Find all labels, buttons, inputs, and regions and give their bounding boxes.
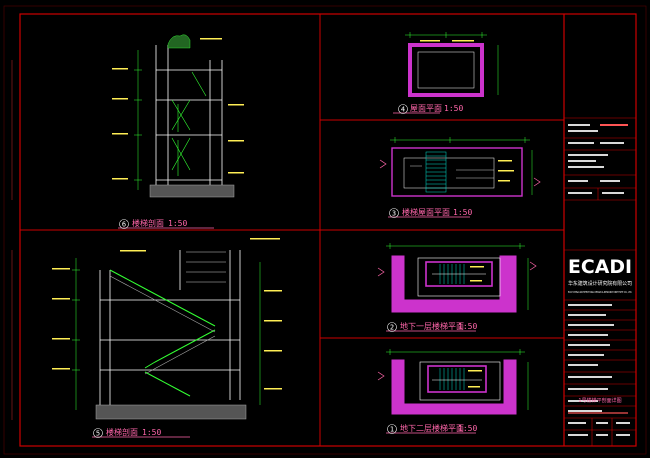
view-5-number: 5	[96, 430, 100, 438]
view-1-scale: 1:50	[458, 424, 477, 433]
view-4-scale: 1:50	[444, 104, 463, 113]
company-name-cn: 华东建筑设计研究院有限公司	[568, 280, 632, 287]
view-6-scale: 1:50	[168, 219, 187, 228]
sheet-frame	[3, 5, 647, 455]
view-1-title: 地下二层楼梯平面	[400, 423, 464, 433]
view-6-number: 6	[122, 221, 126, 229]
view-2-b1-stair-plan: 2 地下一层楼梯平面 1:50	[377, 243, 537, 332]
view-3-stair-roof-plan: 3 楼梯屋面平面 1:50	[379, 137, 541, 218]
view-5-scale: 1:50	[142, 428, 161, 437]
view-5-stair-section: 5 楼梯剖面 1:50	[52, 238, 282, 438]
drawing-title: 1号楼梯平剖面详图	[578, 397, 621, 404]
view-1-b2-stair-plan: 1 地下二层楼梯平面 1:50	[377, 349, 529, 434]
company-name-en: EAST CHINA ARCHITECTURAL DESIGN & RESEAR…	[568, 290, 632, 294]
title-block: ECADI 华东建筑设计研究院有限公司 EAST CHINA ARCHITECT…	[564, 117, 636, 446]
view-2-scale: 1:50	[458, 322, 477, 331]
view-2-title: 地下一层楼梯平面	[400, 321, 464, 331]
view-3-number: 3	[392, 210, 396, 218]
view-4-title: 屋面平面	[410, 104, 442, 113]
view-3-title: 楼梯屋面平面	[402, 207, 450, 217]
ecadi-logo: ECADI	[568, 256, 632, 278]
view-6-title: 楼梯剖面	[132, 218, 164, 228]
view-6-stair-section: 6 楼梯剖面 1:50	[112, 34, 244, 229]
view-1-number: 1	[390, 426, 394, 434]
view-4-number: 4	[401, 106, 405, 114]
view-3-scale: 1:50	[453, 208, 472, 217]
view-4-roof-plan: 4 屋面平面 1:50	[393, 32, 499, 114]
view-5-title: 楼梯剖面	[106, 427, 138, 437]
view-2-number: 2	[390, 324, 394, 332]
